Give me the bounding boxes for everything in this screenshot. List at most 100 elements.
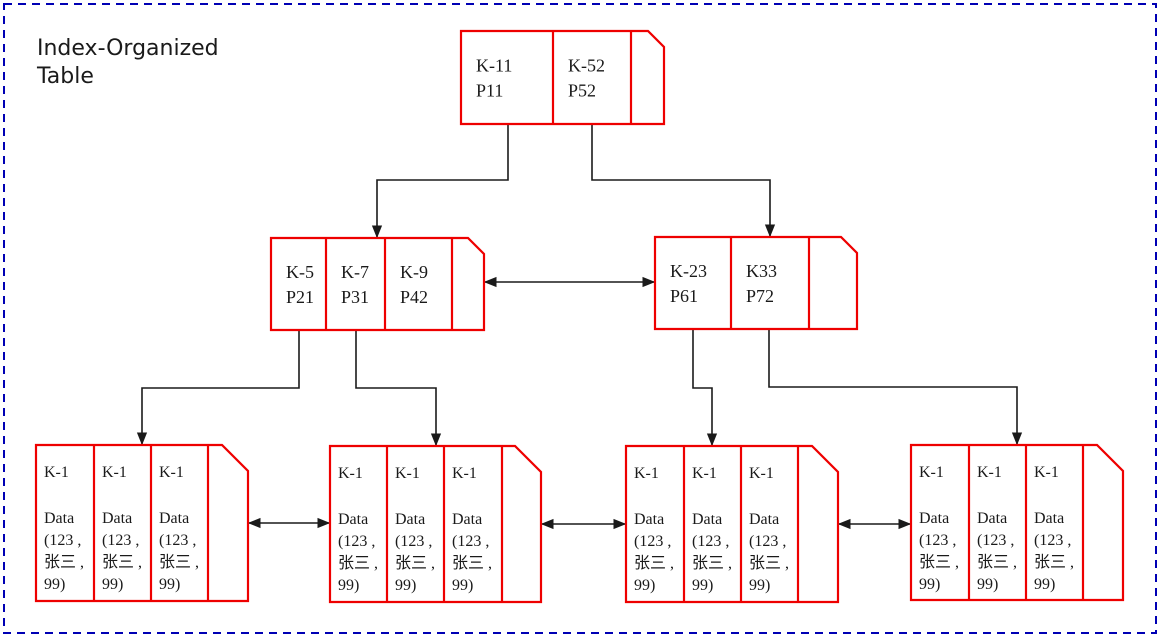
- leaf-cell-data-line: (123 ,: [919, 532, 956, 549]
- leaf-cell-data-line: Data: [338, 511, 368, 528]
- leaf-cell-key: K-1: [159, 464, 184, 481]
- leaf-cell-data-line: Data: [102, 510, 132, 527]
- leaf-cell-data-line: Data: [44, 510, 74, 527]
- leaf-cell-key: K-1: [102, 464, 127, 481]
- leaf-cell-data-line: 99): [44, 576, 65, 593]
- leaf-cell-data-line: (123 ,: [102, 532, 139, 549]
- leaf-cell-key: K-1: [634, 465, 659, 482]
- leaf-cell-data-line: 99): [159, 576, 180, 593]
- diagram-title-line-1: Index-Organized: [37, 36, 219, 61]
- leaf-cell-key: K-1: [692, 465, 717, 482]
- leaf-cell-data-line: 99): [395, 577, 416, 594]
- leaf-cell-key: K-1: [749, 465, 774, 482]
- leaf-cell-key: K-1: [1034, 464, 1059, 481]
- cell-key: K-5: [286, 262, 314, 282]
- leaf-cell-data-line: Data: [749, 511, 779, 528]
- leaf-cell-data-line: Data: [395, 511, 425, 528]
- leaf-cell-data-line: 99): [749, 577, 770, 594]
- leaf-cell-data-line: (123 ,: [338, 533, 375, 550]
- internal-node-1-outline: [653, 235, 859, 331]
- leaf-cell-data-line: Data: [1034, 510, 1064, 527]
- leaf-cell-data-line: 张三 ,: [1034, 553, 1074, 571]
- leaf-node-0-outline: [34, 443, 250, 603]
- leaf-cell-key: K-1: [977, 464, 1002, 481]
- cell-pointer: P52: [568, 81, 596, 101]
- leaf-cell-data-line: (123 ,: [452, 533, 489, 550]
- leaf-cell-data-line: 张三 ,: [395, 554, 435, 572]
- leaf-cell-data-line: 张三 ,: [44, 553, 84, 571]
- pointer-arrow: [355, 330, 442, 447]
- cell-key: K-52: [568, 56, 605, 76]
- leaf-cell-key: K-1: [395, 465, 420, 482]
- leaf-cell-data-line: 张三 ,: [692, 554, 732, 572]
- leaf-cell-data-line: (123 ,: [692, 533, 729, 550]
- leaf-cell-key: K-1: [338, 465, 363, 482]
- leaf-cell-data-line: 张三 ,: [634, 554, 674, 572]
- leaf-cell-data-line: Data: [977, 510, 1007, 527]
- pointer-arrow: [591, 124, 776, 238]
- cell-key: K33: [746, 261, 777, 281]
- leaf-node-2-outline: [624, 444, 840, 604]
- leaf-cell-data-line: 张三 ,: [919, 553, 959, 571]
- leaf-node-3-outline: [909, 443, 1125, 602]
- diagram-title-line-2: Table: [36, 64, 94, 89]
- cell-key: K-9: [400, 262, 428, 282]
- leaf-cell-data-line: 99): [919, 576, 940, 593]
- leaf-cell-data-line: Data: [159, 510, 189, 527]
- leaf-cell-data-line: 张三 ,: [452, 554, 492, 572]
- cell-pointer: P42: [400, 287, 428, 307]
- leaf-cell-data-line: 张三 ,: [749, 554, 789, 572]
- leaf-cell-data-line: 99): [1034, 576, 1055, 593]
- cell-pointer: P21: [286, 287, 314, 307]
- pointer-arrow: [692, 329, 718, 447]
- leaf-cell-data-line: (123 ,: [749, 533, 786, 550]
- cell-pointer: P72: [746, 286, 774, 306]
- leaf-cell-data-line: 99): [977, 576, 998, 593]
- leaf-cell-data-line: (123 ,: [634, 533, 671, 550]
- leaf-cell-data-line: 99): [634, 577, 655, 594]
- leaf-cell-data-line: 99): [102, 576, 123, 593]
- cell-pointer: P31: [341, 287, 369, 307]
- leaf-cell-data-line: 99): [452, 577, 473, 594]
- leaf-cell-data-line: (123 ,: [395, 533, 432, 550]
- leaf-cell-data-line: 99): [692, 577, 713, 594]
- leaf-cell-key: K-1: [919, 464, 944, 481]
- leaf-cell-data-line: 张三 ,: [102, 553, 142, 571]
- internal-node-0-outline: [269, 236, 486, 332]
- cell-key: K-11: [476, 56, 512, 76]
- cell-key: K-7: [341, 262, 369, 282]
- leaf-cell-data-line: Data: [634, 511, 664, 528]
- diagram-frame: [3, 3, 1157, 634]
- root-node-outline: [459, 29, 666, 126]
- leaf-cell-data-line: 张三 ,: [977, 553, 1017, 571]
- diagram-title: Index-Organized Table: [36, 36, 226, 89]
- leaf-cell-data-line: Data: [919, 510, 949, 527]
- leaf-cell-data-line: Data: [692, 511, 722, 528]
- edges-layer: [136, 124, 1023, 530]
- pointer-arrow: [371, 124, 509, 239]
- leaf-cell-key: K-1: [44, 464, 69, 481]
- leaf-cell-data-line: Data: [452, 511, 482, 528]
